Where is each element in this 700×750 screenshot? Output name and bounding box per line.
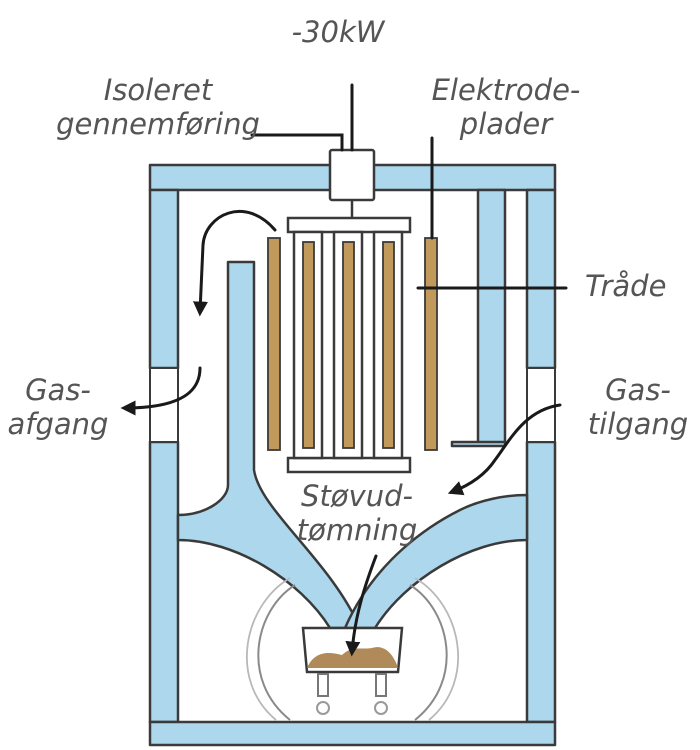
dust-discharge-label-line1: Støvud- [301,479,413,513]
flow-arrow-gas-outlet [120,366,202,416]
dust-pile [307,647,398,668]
left-wall-lower [148,440,180,724]
flow-arrow-gas-inlet [447,403,562,496]
gas-outlet-label-line1: Gas- [25,373,91,407]
hopper-left-funnel [176,260,362,630]
electrode-plate-2 [302,241,315,449]
bottom-wall [148,720,557,747]
left-wall-upper [148,188,180,370]
plates-label-line2: plader [459,107,554,141]
electrode-assembly [267,148,438,474]
electrode-plate-3 [342,241,355,449]
electrode-plate-1 [267,237,281,451]
feedthrough-label-line1: Isoleret [104,73,214,107]
labels: -30kW Isoleret gennemføring Elektrode- p… [8,15,689,547]
feedthrough-leader [250,133,344,152]
internal-baffles [176,188,529,630]
flow-arrow-top-left [192,209,277,317]
electrode-plate-4 [382,241,395,449]
leader-lines [250,83,568,290]
support-arcs [245,577,460,721]
gas-inlet-port [526,367,556,443]
bottom-rail [286,456,412,474]
power-label: -30kW [292,15,386,49]
insulated-feedthrough-box [328,148,376,202]
right-baffle [476,188,507,447]
top-rail [286,216,412,234]
feedthrough-label-line2: gennemføring [56,107,260,141]
electrode-plate-5 [424,237,438,451]
dust-discharge-label-line2: tømning [297,513,418,547]
housing-walls [148,163,557,747]
flow-arrow-dust [345,554,378,657]
flow-arrows [120,209,562,657]
right-wall-lower [525,440,557,724]
wires-label: Tråde [585,269,666,303]
hopper-right-funnel [343,493,529,630]
gas-inlet-label-line1: Gas- [605,373,671,407]
right-baffle-foot [450,440,507,448]
right-wall-upper [525,188,557,370]
plates-label-line1: Elektrode- [432,73,581,107]
gas-outlet-label-line2: afgang [8,407,109,441]
gas-inlet-label-line2: tilgang [588,407,688,441]
